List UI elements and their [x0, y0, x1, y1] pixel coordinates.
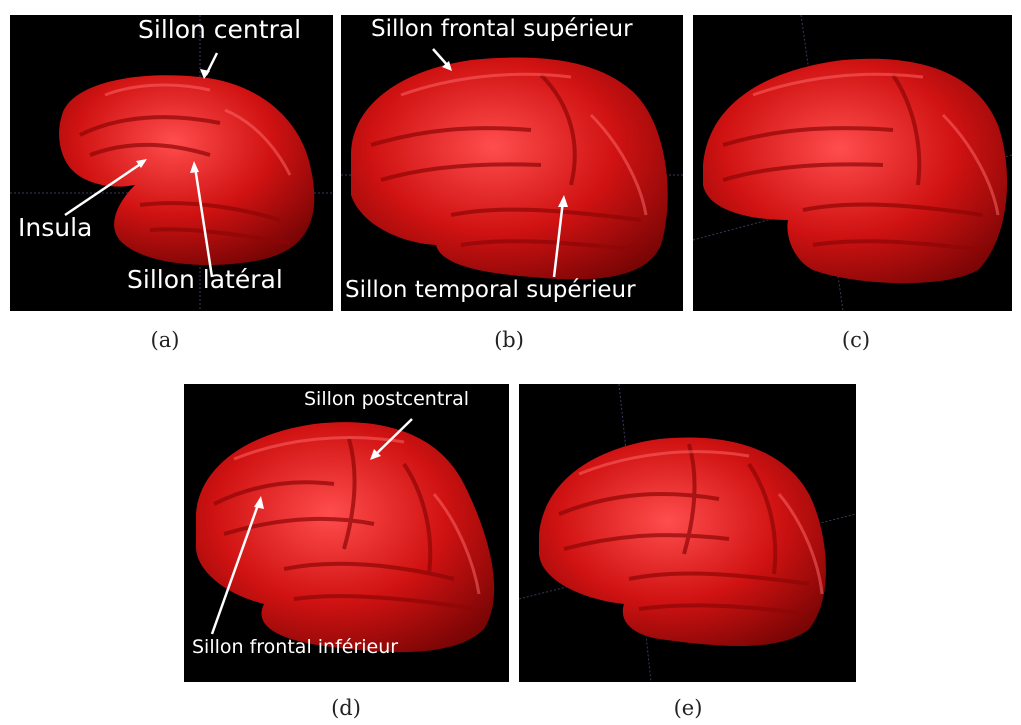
label-sillon-central: Sillon central — [138, 15, 302, 44]
panel-b: Sillon frontal supérieur Sillon temporal… — [341, 15, 683, 311]
caption-d: (d) — [331, 696, 361, 720]
brain-render-c — [693, 15, 1012, 311]
caption-b: (b) — [494, 328, 524, 352]
arrow-frontal-inf — [210, 501, 261, 635]
caption-c: (c) — [841, 328, 871, 352]
caption-e: (e) — [673, 696, 703, 720]
brain-render-d — [195, 418, 495, 653]
label-sillon-temporal-superieur: Sillon temporal supérieur — [345, 277, 636, 303]
caption-a: (a) — [150, 328, 180, 352]
arrow-insula — [64, 161, 143, 217]
brain-render-e — [519, 384, 856, 682]
brain-render-b — [341, 48, 683, 280]
arrow-temporal-sup — [552, 200, 565, 278]
label-insula: Insula — [18, 213, 93, 242]
label-sillon-lateral: Sillon latéral — [127, 265, 283, 294]
panel-a: Sillon central Insula Sillon latéral — [10, 15, 333, 311]
label-sillon-frontal-inferieur: Sillon frontal inférieur — [192, 636, 399, 658]
label-sillon-postcentral: Sillon postcentral — [304, 388, 469, 410]
brain-render-a — [10, 15, 333, 311]
arrow-lateral — [193, 166, 214, 278]
arrow-postcentral — [373, 418, 413, 457]
label-sillon-frontal-superieur: Sillon frontal supérieur — [371, 16, 633, 42]
panel-c — [693, 15, 1012, 311]
panel-e — [519, 384, 856, 682]
panel-d: Sillon postcentral Sillon frontal inféri… — [184, 384, 509, 682]
